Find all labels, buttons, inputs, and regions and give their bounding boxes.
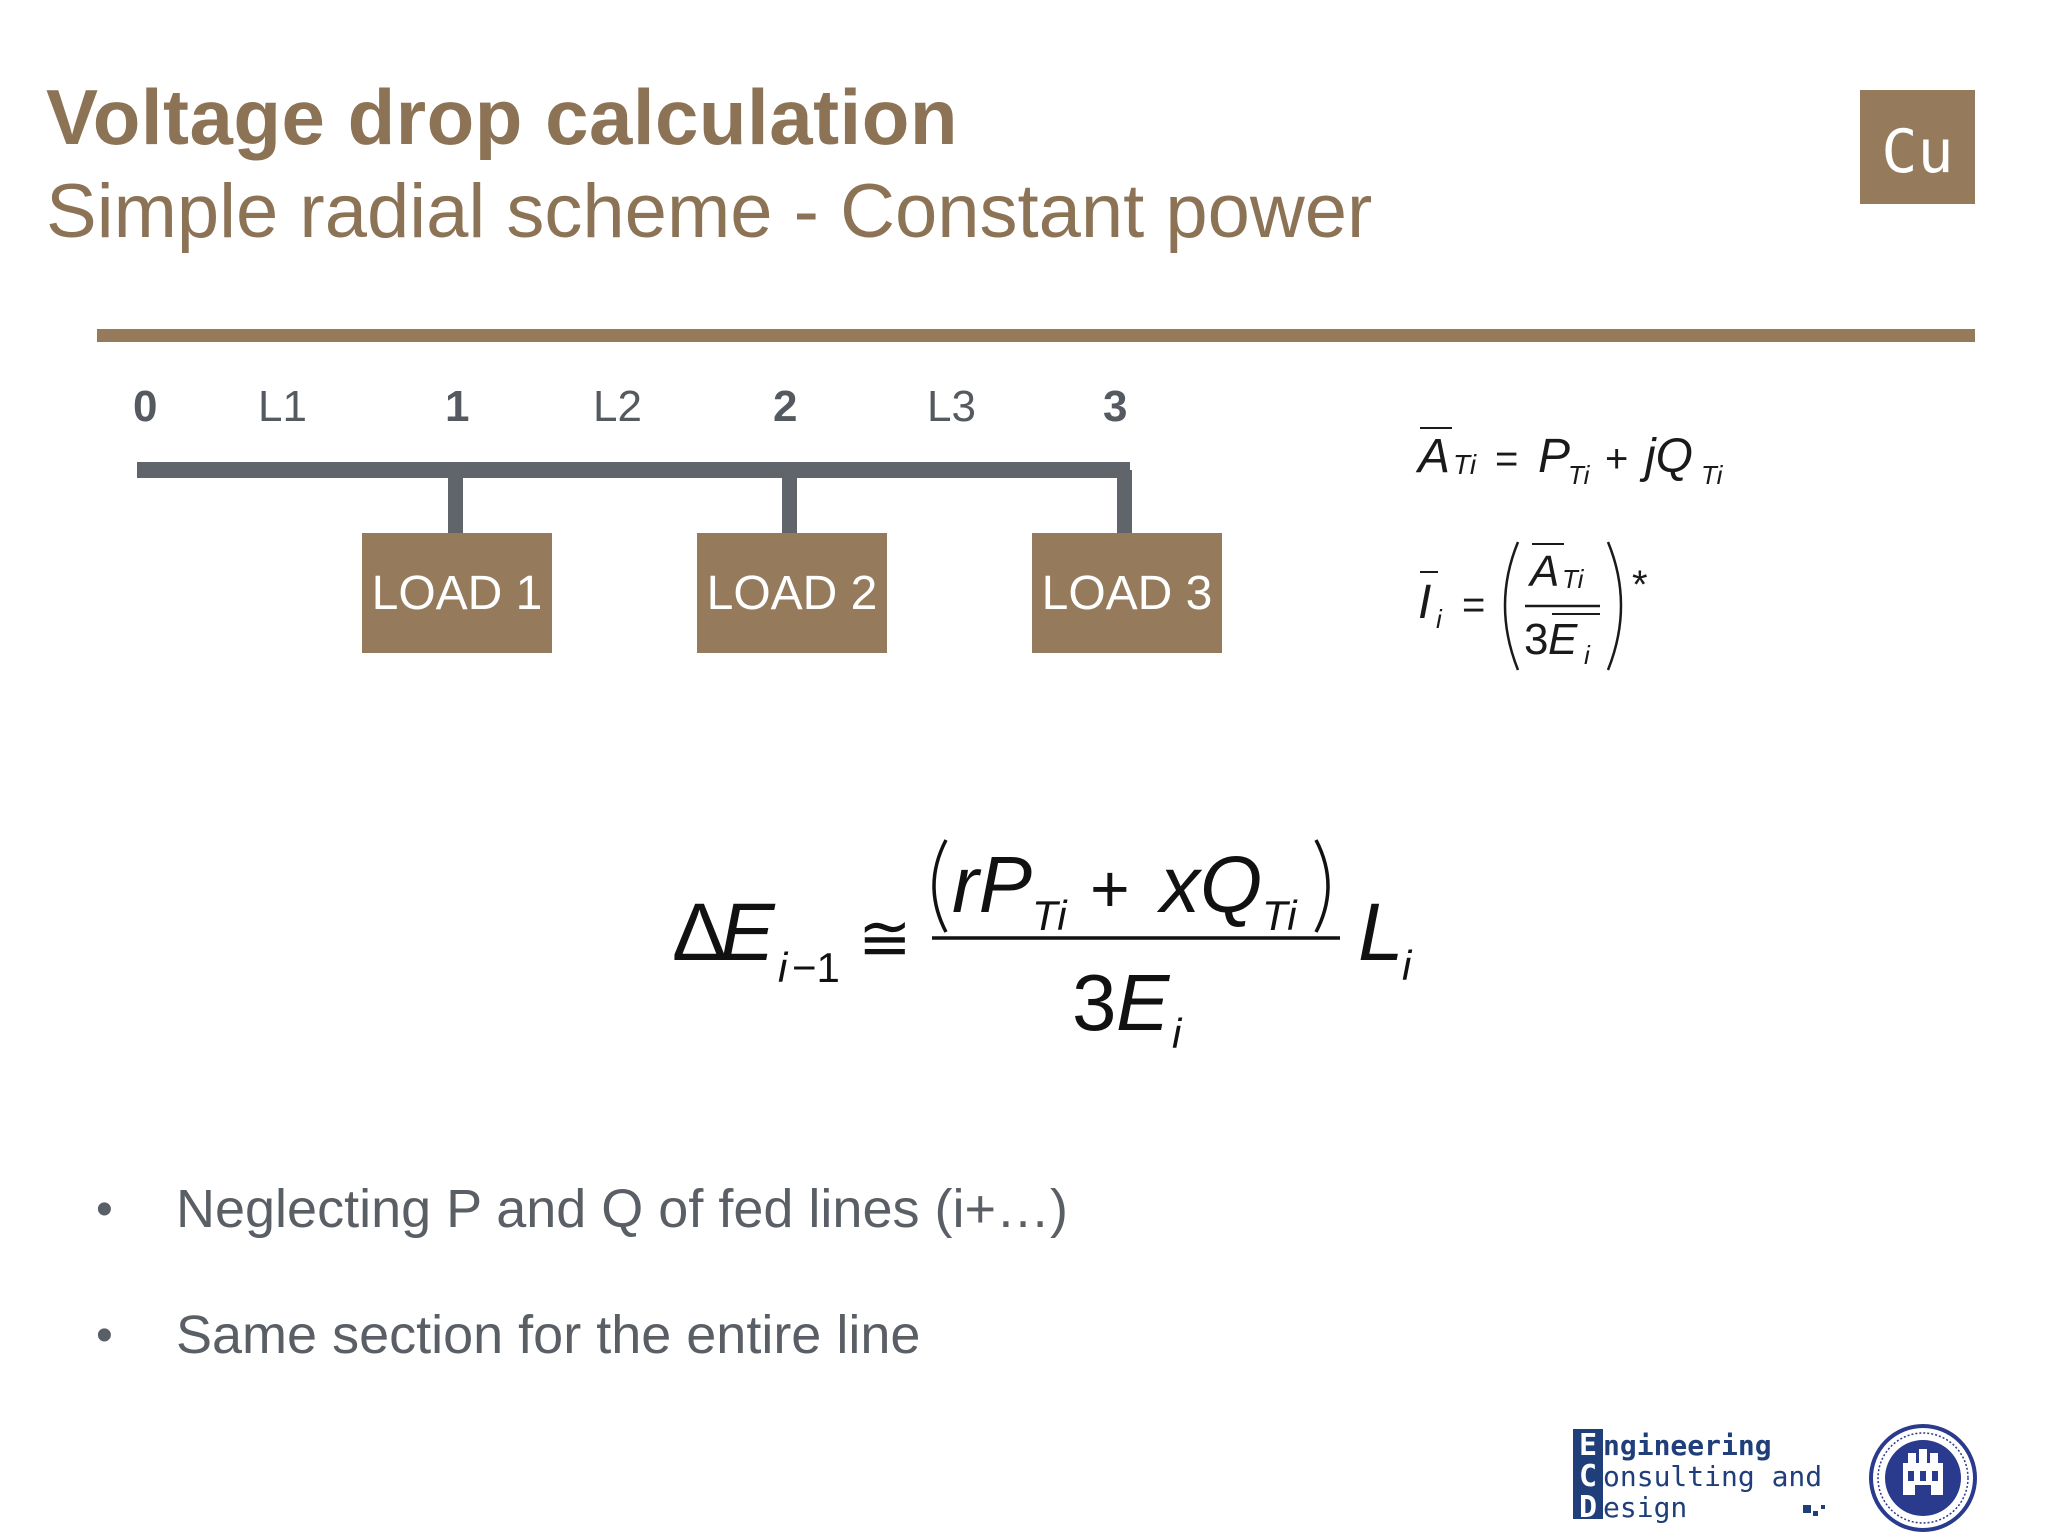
university-seal-icon <box>1869 1424 1977 1532</box>
svg-text:Ti: Ti <box>1262 892 1298 939</box>
bullet-item-1: • Neglecting P and Q of fed lines (i+…) <box>96 1178 1068 1240</box>
svg-text:i: i <box>1402 942 1413 989</box>
line-label-l3: L3 <box>927 382 976 431</box>
svg-text:=: = <box>1462 583 1485 627</box>
logo-line-1: ngineering <box>1603 1429 1772 1462</box>
line-label-l1: L1 <box>258 382 307 431</box>
svg-text:I: I <box>1418 576 1431 629</box>
load-box-1: LOAD 1 <box>362 533 552 653</box>
svg-text:i: i <box>1584 640 1591 670</box>
svg-text:+: + <box>1605 437 1628 481</box>
header-divider <box>97 329 1975 342</box>
svg-text:P: P <box>1538 430 1570 483</box>
svg-text:i: i <box>1172 1010 1183 1057</box>
svg-text:A: A <box>1415 430 1450 483</box>
svg-text:rP: rP <box>952 840 1032 929</box>
ecd-logo-icon: E C D ngineering onsulting and esign <box>1573 1428 1825 1525</box>
svg-text:*: * <box>1632 563 1648 607</box>
slide-title: Voltage drop calculation <box>46 73 959 161</box>
drop-line-1 <box>448 470 463 535</box>
svg-text:E: E <box>1548 615 1578 664</box>
bullet-text-1: Neglecting P and Q of fed lines (i+…) <box>176 1179 1068 1239</box>
ecd-logo: E C D ngineering onsulting and esign <box>1573 1425 1833 1525</box>
load-box-3: LOAD 3 <box>1032 533 1222 653</box>
svg-text:i: i <box>778 944 789 991</box>
cu-badge: Cu <box>1860 90 1975 204</box>
svg-text:E: E <box>720 887 776 978</box>
logo-line-3: esign <box>1603 1491 1687 1523</box>
svg-text:3: 3 <box>1072 958 1117 1047</box>
svg-text:Ti: Ti <box>1562 564 1585 594</box>
university-seal <box>1868 1423 1978 1533</box>
equation-apparent-power: A Ti = P Ti + jQ Ti <box>1415 427 1724 490</box>
svg-text:Ti: Ti <box>1568 460 1591 490</box>
svg-text:Ti: Ti <box>1453 449 1477 480</box>
svg-text:E: E <box>1579 1428 1597 1463</box>
bullet-icon: • <box>96 1308 113 1362</box>
svg-text:A: A <box>1527 547 1559 596</box>
equation-current: I i = A Ti 3 E i * <box>1418 541 1648 671</box>
svg-text:Ti: Ti <box>1701 460 1724 490</box>
svg-text:−1: −1 <box>792 944 840 991</box>
svg-text:3: 3 <box>1524 615 1548 664</box>
svg-text:+: + <box>1090 851 1130 927</box>
svg-text:xQ: xQ <box>1156 840 1262 929</box>
drop-line-3 <box>1117 470 1132 535</box>
svg-text:E: E <box>1116 958 1171 1047</box>
drop-line-2 <box>782 470 797 535</box>
bullet-text-2: Same section for the entire line <box>176 1305 921 1365</box>
node-label-0: 0 <box>133 382 158 431</box>
svg-text:Ti: Ti <box>1032 892 1068 939</box>
svg-text:≅: ≅ <box>858 902 912 974</box>
node-label-3: 3 <box>1103 382 1128 431</box>
svg-text:L: L <box>1358 887 1404 978</box>
equation-voltage-drop: Δ E i −1 ≅ rP Ti + xQ Ti 3 E i L i <box>672 839 1413 1057</box>
node-label-2: 2 <box>773 382 798 431</box>
logo-line-2: onsulting and <box>1603 1460 1822 1493</box>
load-box-2: LOAD 2 <box>697 533 887 653</box>
bullet-item-2: • Same section for the entire line <box>96 1304 920 1366</box>
slide-subtitle: Simple radial scheme - Constant power <box>46 169 1373 254</box>
svg-text:Δ: Δ <box>672 887 727 978</box>
svg-text:jQ: jQ <box>1639 430 1693 483</box>
node-label-1: 1 <box>445 382 470 431</box>
bullet-icon: • <box>96 1182 113 1236</box>
svg-text:i: i <box>1436 604 1443 634</box>
svg-text:C: C <box>1579 1459 1597 1494</box>
line-label-l2: L2 <box>593 382 642 431</box>
busbar <box>137 462 1130 478</box>
svg-text:=: = <box>1495 437 1518 481</box>
svg-text:D: D <box>1579 1490 1597 1523</box>
